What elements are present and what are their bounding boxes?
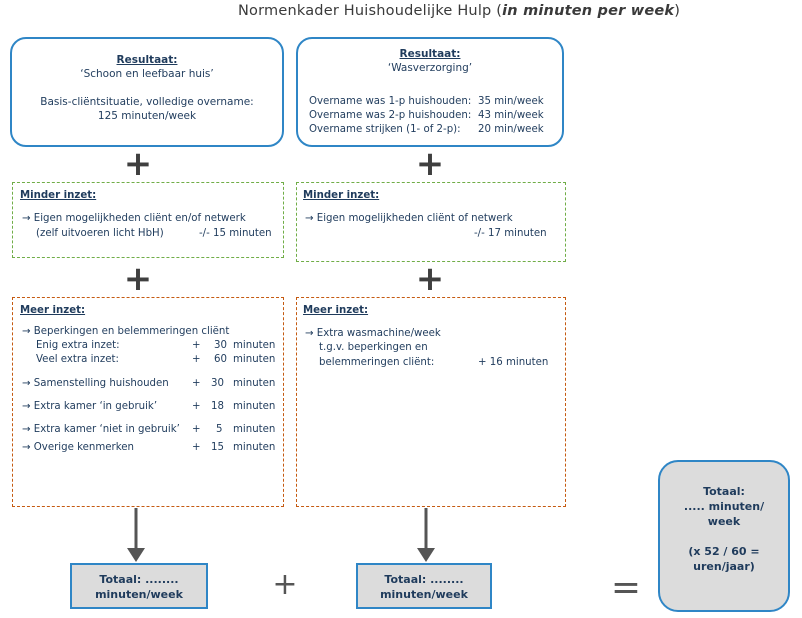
grand-total-line: (x 52 / 60 = [688,545,760,558]
equals-sign: = [610,567,642,608]
wash-row-1-label: Overname was 1-p huishouden: [309,96,472,107]
result-value: 125 minuten/week [97,110,197,122]
meer-row-sign: + [192,340,201,351]
meer-row-num: 5 [216,424,223,435]
meer-row-sign: + [192,354,201,365]
total-box-right: Totaal: ........ minuten/week [356,563,492,609]
meer-row-unit: minuten [233,354,276,365]
wash-row-3-label: Overname strijken (1- of 2-p): [309,124,461,135]
meer-line: t.g.v. beperkingen en [319,342,428,353]
grand-total-line: uren/jaar) [693,560,755,573]
result-heading: Resultaat: [116,54,178,66]
meer-row-unit: minuten [233,401,276,412]
minder-line: → Eigen mogelijkheden cliënt en/of netwe… [22,213,246,224]
grand-total-box: Totaal: ..... minuten/ week (x 52 / 60 =… [658,460,790,612]
meer-row-label: → Extra kamer ‘in gebruik’ [22,401,158,412]
plus-sign: + [415,259,445,299]
meer-row-num: 18 [211,401,224,412]
total-box-left: Totaal: ........ minuten/week [70,563,208,609]
minder-value: -/- 17 minuten [474,228,547,239]
minder-line: → Eigen mogelijkheden cliënt of netwerk [305,213,513,224]
meer-value: + 16 minuten [478,357,549,368]
total-line: minuten/week [380,588,468,601]
minder-line: (zelf uitvoeren licht HbH) [36,228,164,239]
down-arrow-right [417,508,435,562]
meer-row-unit: minuten [233,340,276,351]
meer-row-unit: minuten [233,424,276,435]
meer-row-label: → Samenstelling huishouden [22,378,169,389]
meer-inzet-box-right [296,297,566,507]
meer-row-label: Veel extra inzet: [36,354,119,365]
meer-line: belemmeringen cliënt: [319,357,435,368]
wash-row-1-value: 35 min/week [478,96,544,107]
grand-total-line: week [707,515,741,528]
total-line: minuten/week [95,588,183,601]
minder-inzet-heading: Minder inzet: [303,190,380,201]
meer-line: → Extra wasmachine/week [305,328,441,339]
minder-inzet-box-right [296,182,566,262]
total-line: Totaal: ........ [99,573,179,586]
meer-row-sign: + [192,424,201,435]
meer-row-num: 30 [211,378,224,389]
wash-row-2-value: 43 min/week [478,110,544,121]
plus-sign: + [123,259,153,299]
meer-row-num: 60 [214,354,227,365]
meer-row-label: → Extra kamer ‘niet in gebruik’ [22,424,180,435]
page-title: Normenkader Huishoudelijke Hulp (in minu… [238,3,681,19]
plus-sign: + [415,144,445,184]
meer-row-num: 30 [214,340,227,351]
plus-sign: + [272,567,298,602]
minder-inzet-box-left [12,182,284,258]
result-line: Basis-cliëntsituatie, volledige overname… [40,96,254,108]
minder-inzet-heading: Minder inzet: [20,190,97,201]
meer-row-sign: + [192,401,201,412]
total-line: Totaal: ........ [384,573,464,586]
result-heading: Resultaat: [399,48,461,60]
meer-inzet-heading: Meer inzet: [303,305,369,316]
minder-value: -/- 15 minuten [199,228,272,239]
plus-sign: + [123,144,153,184]
meer-row-unit: minuten [233,442,276,453]
grand-total-line: ..... minuten/ [683,500,765,513]
meer-inzet-heading: Meer inzet: [20,305,86,316]
meer-row-sign: + [192,378,201,389]
meer-row-unit: minuten [233,378,276,389]
wash-row-2-label: Overname was 2-p huishouden: [309,110,472,121]
result-box-schoon: Resultaat: ‘Schoon en leefbaar huis’ Bas… [10,37,284,147]
meer-row-label: → Overige kenmerken [22,442,134,453]
result-name: ‘Wasverzorging’ [387,62,473,74]
result-box-wasverzorging: Resultaat: ‘Wasverzorging’ [296,37,564,147]
result-name: ‘Schoon en leefbaar huis’ [80,68,214,80]
wash-row-3-value: 20 min/week [478,124,544,135]
meer-intro: → Beperkingen en belemmeringen cliënt [22,326,230,337]
meer-row-label: Enig extra inzet: [36,340,120,351]
meer-inzet-box-left [12,297,284,507]
meer-row-sign: + [192,442,201,453]
down-arrow-left [127,508,145,562]
grand-total-line: Totaal: [703,485,745,498]
meer-row-num: 15 [211,442,224,453]
